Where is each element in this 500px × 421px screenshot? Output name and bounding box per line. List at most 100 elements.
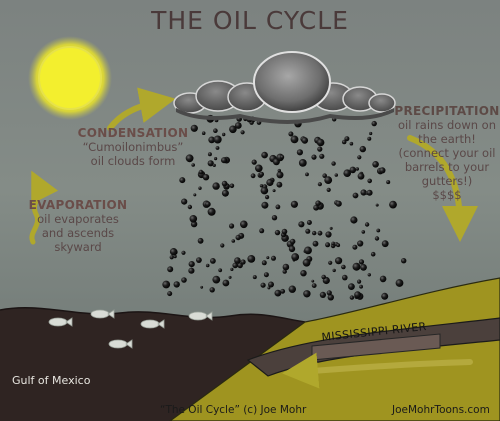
evaporation-line: oil evaporates (37, 212, 119, 226)
oil-droplet-icon (181, 277, 187, 283)
oil-droplet-icon (341, 264, 346, 270)
oil-droplet-icon (193, 193, 197, 197)
oil-droplet-icon (316, 138, 325, 147)
oil-droplet-icon (250, 173, 256, 179)
oil-droplet-icon (381, 292, 389, 300)
oil-droplet-icon (181, 250, 186, 255)
oil-droplet-icon (260, 186, 269, 195)
oil-droplet-icon (367, 273, 371, 277)
oil-droplet-icon (240, 130, 245, 135)
oil-droplet-icon (190, 124, 198, 132)
oil-droplet-icon (357, 240, 364, 247)
oil-droplet-icon (268, 281, 274, 288)
oil-droplet-icon (334, 173, 338, 177)
website-text: JoeMohrToons.com (392, 404, 490, 416)
oil-droplet-icon (324, 176, 333, 185)
oil-droplet-icon (300, 270, 307, 277)
oil-droplet-icon (357, 172, 365, 180)
oil-droplet-icon (280, 155, 285, 159)
oil-droplet-icon (366, 189, 373, 196)
oil-droplet-icon (222, 279, 230, 287)
oil-droplet-icon (367, 136, 372, 141)
oil-droplet-icon (364, 222, 370, 227)
oil-droplet-icon (275, 204, 281, 210)
oil-droplet-icon (228, 275, 232, 279)
oil-droplet-icon (360, 264, 367, 271)
oil-droplet-icon (280, 288, 286, 294)
oil-droplet-icon (251, 159, 257, 165)
evaporation-heading: EVAPORATION (28, 198, 128, 212)
oil-droplet-icon (325, 242, 331, 248)
oil-droplet-icon (229, 223, 235, 229)
oil-droplet-icon (235, 234, 241, 241)
oil-droplet-icon (359, 145, 366, 153)
oil-droplet-icon (274, 289, 282, 297)
oil-droplet-icon (291, 253, 300, 261)
oil-droplet-icon (401, 258, 407, 264)
oil-droplet-icon (215, 146, 220, 150)
oil-droplet-icon (311, 279, 315, 283)
oil-droplet-icon (189, 215, 198, 223)
oil-droplet-icon (349, 295, 355, 300)
oil-droplet-icon (326, 187, 331, 192)
oil-droplet-icon (311, 154, 317, 160)
oil-droplet-icon (315, 200, 321, 206)
oil-droplet-icon (288, 285, 296, 293)
oil-droplet-icon (271, 255, 276, 261)
oil-droplet-icon (221, 157, 228, 164)
oil-droplet-icon (336, 243, 341, 248)
oil-droplet-icon (234, 257, 241, 264)
precipitation-line: barrels to your (404, 160, 490, 174)
oil-droplet-icon (263, 272, 269, 278)
oil-droplet-icon (355, 167, 359, 171)
oil-droplet-icon (232, 262, 238, 269)
evaporation-line: and ascends (41, 226, 115, 240)
oil-droplet-icon (265, 195, 270, 200)
oil-droplet-icon (231, 239, 236, 243)
oil-droplets (162, 114, 407, 301)
oil-droplet-icon (261, 260, 267, 266)
oil-droplet-icon (350, 216, 358, 224)
oil-droplet-icon (167, 291, 173, 297)
oil-droplet-icon (304, 246, 312, 255)
oil-droplet-icon (313, 204, 319, 211)
precipitation-line: oil rains down on (398, 118, 496, 132)
oil-droplet-icon (344, 136, 350, 142)
oil-droplet-icon (354, 291, 361, 299)
oil-droplet-icon (302, 258, 311, 267)
oil-droplet-icon (359, 284, 363, 289)
oil-droplet-icon (367, 178, 373, 184)
credit-text: “The Oil Cycle” (c) Joe Mohr (160, 404, 307, 416)
oil-droplet-icon (173, 254, 177, 259)
oil-droplet-icon (335, 200, 342, 207)
oil-droplet-icon (277, 168, 281, 173)
oil-droplet-icon (230, 267, 234, 271)
oil-droplet-icon (212, 163, 216, 167)
oil-droplet-icon (207, 160, 214, 167)
condensation-line: “Cumoilonimbus” (82, 140, 184, 154)
oil-droplet-icon (169, 255, 174, 260)
oil-droplet-icon (266, 178, 274, 187)
gulf-water-surface (0, 307, 306, 323)
oil-droplet-icon (358, 259, 365, 265)
oil-droplet-icon (352, 244, 358, 250)
oil-droplet-icon (357, 155, 362, 160)
oil-droplet-icon (229, 125, 237, 134)
oil-droplet-icon (276, 171, 284, 179)
oil-droplet-icon (205, 201, 211, 207)
oil-droplet-icon (276, 181, 283, 188)
oil-droplet-icon (218, 268, 223, 273)
oil-droplet-icon (281, 228, 288, 235)
oil-droplet-icon (209, 287, 215, 293)
oil-droplet-icon (188, 261, 195, 268)
oil-droplet-icon (372, 161, 379, 168)
oil-droplet-icon (261, 151, 268, 159)
oil-droplet-icon (386, 180, 391, 185)
oil-droplet-icon (234, 122, 242, 129)
precipitation-line: (connect your oil (398, 146, 496, 160)
oil-droplet-icon (331, 161, 336, 166)
oil-droplet-icon (361, 230, 366, 234)
oil-droplet-icon (376, 228, 381, 233)
